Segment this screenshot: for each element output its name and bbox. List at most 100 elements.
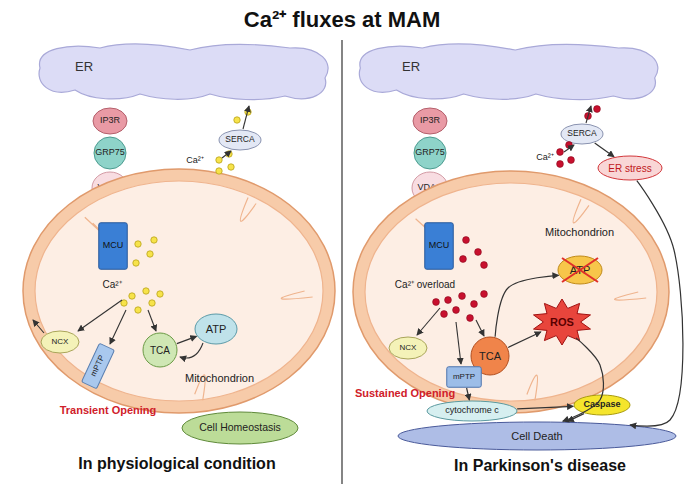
- text-holder: Caspase: [573, 394, 631, 416]
- ellipse-outline: [598, 156, 662, 180]
- node-text: Mitochondrion: [545, 226, 614, 238]
- node-text: ER stress: [608, 163, 651, 174]
- mitochondrion: MitochondrionMCUTCAATPmPTP: [22, 168, 336, 414]
- calcium-dot: [245, 109, 251, 115]
- text-holder: Cell Homeostasis: [181, 411, 299, 445]
- text-holder: ER: [402, 60, 420, 74]
- figure-title: Ca²⁺ fluxes at MAM: [244, 8, 440, 32]
- arrow-connector: [508, 332, 541, 347]
- ellipse-outline: [41, 331, 79, 353]
- ellipse-outline: [195, 314, 237, 344]
- flux-arrow: [78, 300, 122, 331]
- flux-arrows: [33, 106, 591, 364]
- text-holder: ATP: [557, 255, 603, 285]
- node-text: cytochrome c: [445, 406, 499, 416]
- node-text: SERCA: [225, 135, 254, 144]
- calcium-dots: [121, 109, 251, 313]
- text-holder: TCA: [142, 332, 178, 368]
- node-text: mPTP: [453, 373, 475, 382]
- cytochrome-ellipse: cytochrome c: [426, 400, 518, 422]
- inner-membrane: [365, 183, 657, 401]
- calcium-dot: [460, 256, 467, 263]
- node-text: Cell Homeostasis: [199, 422, 281, 434]
- node-text: IP3R: [420, 116, 440, 126]
- ellipse-outline: [94, 137, 126, 169]
- mcu-channel: MCU: [98, 222, 128, 270]
- calcium-dot: [481, 262, 488, 269]
- node-text: NCX: [400, 344, 417, 353]
- er-membrane: ER: [350, 38, 665, 106]
- calcium-dot: [585, 113, 592, 120]
- calcium-dot: [463, 237, 470, 244]
- calcium-dot: [151, 237, 157, 243]
- text-holder: MCU: [424, 222, 454, 270]
- ip3r-channel: IP3R: [412, 107, 448, 135]
- flux-arrow: [417, 308, 440, 335]
- tca-cycle: TCA: [142, 332, 178, 368]
- node-text: ATP: [206, 323, 227, 335]
- flux-arrow: [222, 151, 231, 158]
- text-holder: ER stress: [597, 155, 663, 181]
- calcium-dot: [228, 164, 234, 170]
- calcium-dot: [557, 149, 564, 156]
- ion-label: Ca²⁺: [102, 279, 121, 290]
- text-holder: ER: [75, 60, 93, 74]
- node-text: ROS: [550, 316, 574, 328]
- panel-divider: [341, 40, 342, 484]
- calcium-dot: [471, 301, 478, 308]
- text-holder: Mitochondrion: [545, 226, 614, 238]
- flux-arrow: [33, 320, 44, 333]
- node-text: MCU: [103, 241, 124, 251]
- mitochondrion: Mitochondrion MCU ATP ROS TCA mPTP: [352, 170, 670, 414]
- text-holder: cytochrome c: [426, 400, 518, 422]
- flux-arrow: [243, 106, 249, 129]
- calcium-dot: [143, 288, 149, 294]
- er-outline: [39, 44, 328, 100]
- shape-outline: [352, 170, 670, 414]
- calcium-dot: [441, 311, 448, 318]
- ellipse-outline: [389, 337, 427, 359]
- calcium-dot: [216, 157, 222, 163]
- calcium-overload-dots: [433, 106, 601, 322]
- ncx-exchanger: NCX: [388, 336, 428, 360]
- blocked-cross: [562, 258, 598, 282]
- er-outline: [359, 44, 658, 100]
- text-holder: ROS: [531, 298, 593, 346]
- text-holder: NCX: [40, 330, 80, 354]
- ellipse-outline: [558, 256, 602, 284]
- shape-outline: [350, 38, 665, 106]
- panel-caption: In Parkinson's disease: [454, 457, 626, 475]
- ellipse-outline: [561, 124, 603, 144]
- node-text: TCA: [479, 350, 501, 362]
- ellipse-outline: [574, 395, 630, 415]
- calcium-dot: [149, 300, 155, 306]
- calcium-dot: [566, 142, 573, 149]
- arrow-connector: [630, 181, 683, 426]
- star-outline: [534, 299, 591, 345]
- arrow-connector: [517, 406, 573, 409]
- ip3r-channel: IP3R: [92, 107, 128, 135]
- text-holder: GRP75: [413, 136, 447, 170]
- node-text: GRP75: [95, 148, 125, 158]
- crista-fold: [281, 291, 312, 299]
- calcium-dot: [445, 297, 452, 304]
- calcium-dot: [557, 161, 564, 168]
- calcium-dot: [453, 307, 460, 314]
- calcium-dot: [234, 117, 240, 123]
- text-holder: IP3R: [92, 107, 128, 135]
- calcium-dot: [226, 151, 232, 157]
- rect-outline: [447, 367, 482, 388]
- grp75-chaperone: GRP75: [413, 136, 447, 170]
- node-text: SERCA: [567, 129, 596, 138]
- calcium-dot: [594, 106, 601, 113]
- cross-line: [562, 258, 598, 282]
- ellipse-outline: [427, 401, 517, 421]
- text-holder: SERCA: [218, 129, 262, 151]
- calcium-dot: [133, 260, 139, 266]
- inner-membrane: [35, 181, 323, 401]
- ellipse-outline: [398, 422, 676, 450]
- flux-arrow: [456, 322, 461, 364]
- calcium-dot: [129, 293, 135, 299]
